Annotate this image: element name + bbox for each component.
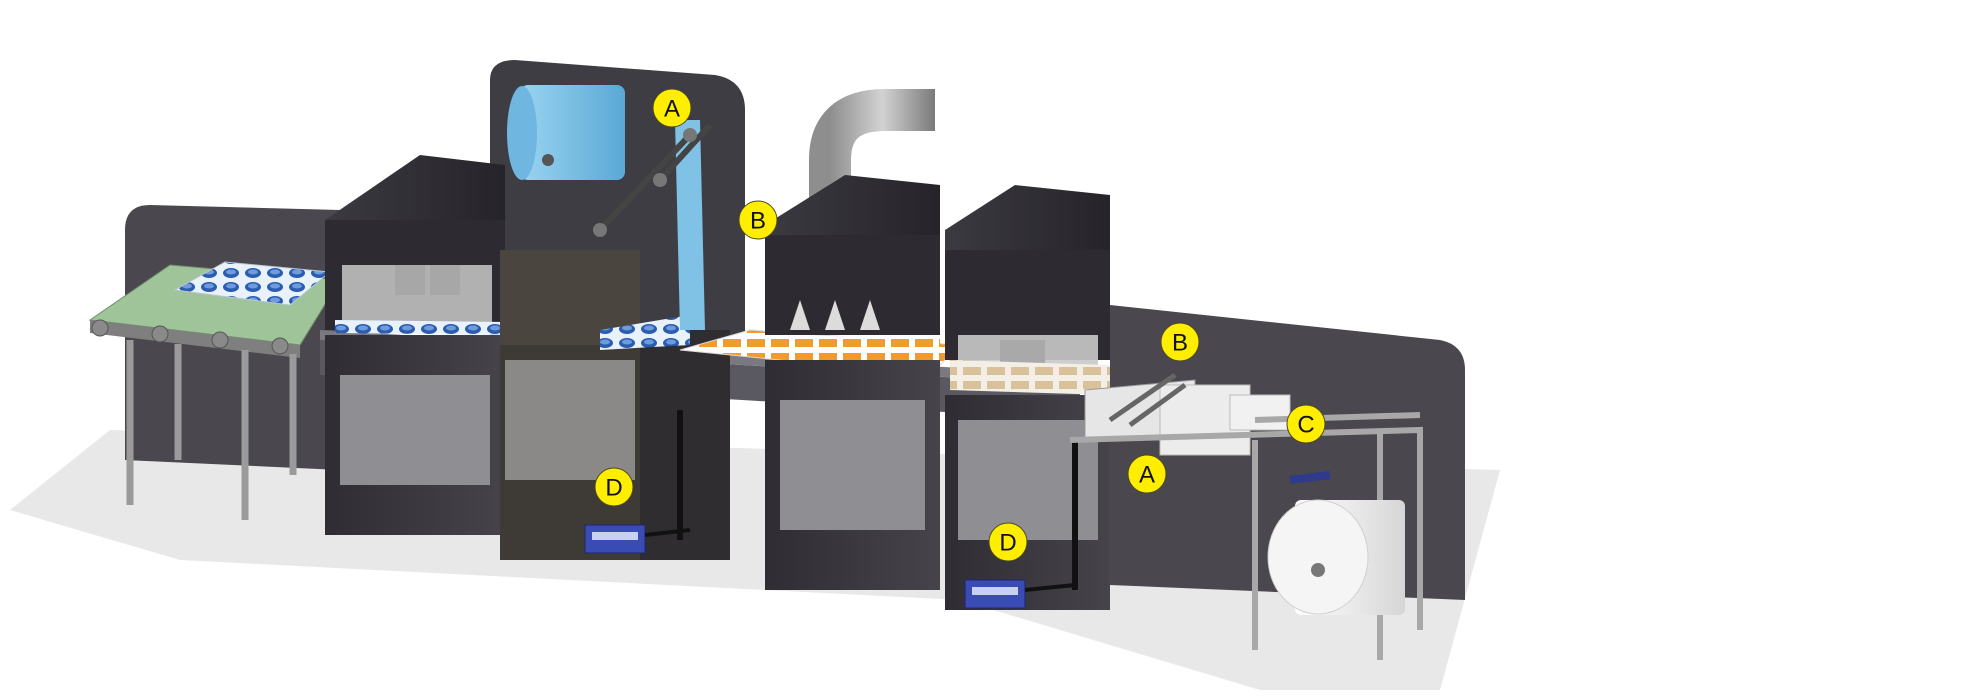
svg-text:D: D [605,475,622,502]
svg-text:A: A [1139,462,1155,489]
callout-a-top: A [652,88,692,128]
station-dosing [765,89,940,590]
svg-text:C: C [1297,412,1314,439]
drive-unit-right [964,579,1076,609]
callout-b-top: B [738,200,778,240]
callout-a-right: A [1127,454,1167,494]
svg-text:D: D [999,530,1016,557]
infeed-conveyor-rail [90,320,300,358]
svg-text:A: A [664,96,680,123]
callout-d-right: D [988,522,1028,562]
film-roll-assembly [507,85,713,330]
infeed-legs [126,340,297,520]
infeed-rollers [91,319,289,355]
svg-text:B: B [1172,330,1188,357]
callout-b-right: B [1160,322,1200,362]
svg-text:B: B [750,208,766,235]
station-sealing [500,250,730,560]
callout-d-left: D [594,467,634,507]
station-forming [325,155,505,535]
drive-unit-left [584,524,691,554]
callout-c-right: C [1286,404,1326,444]
unwind-module [1069,372,1423,660]
